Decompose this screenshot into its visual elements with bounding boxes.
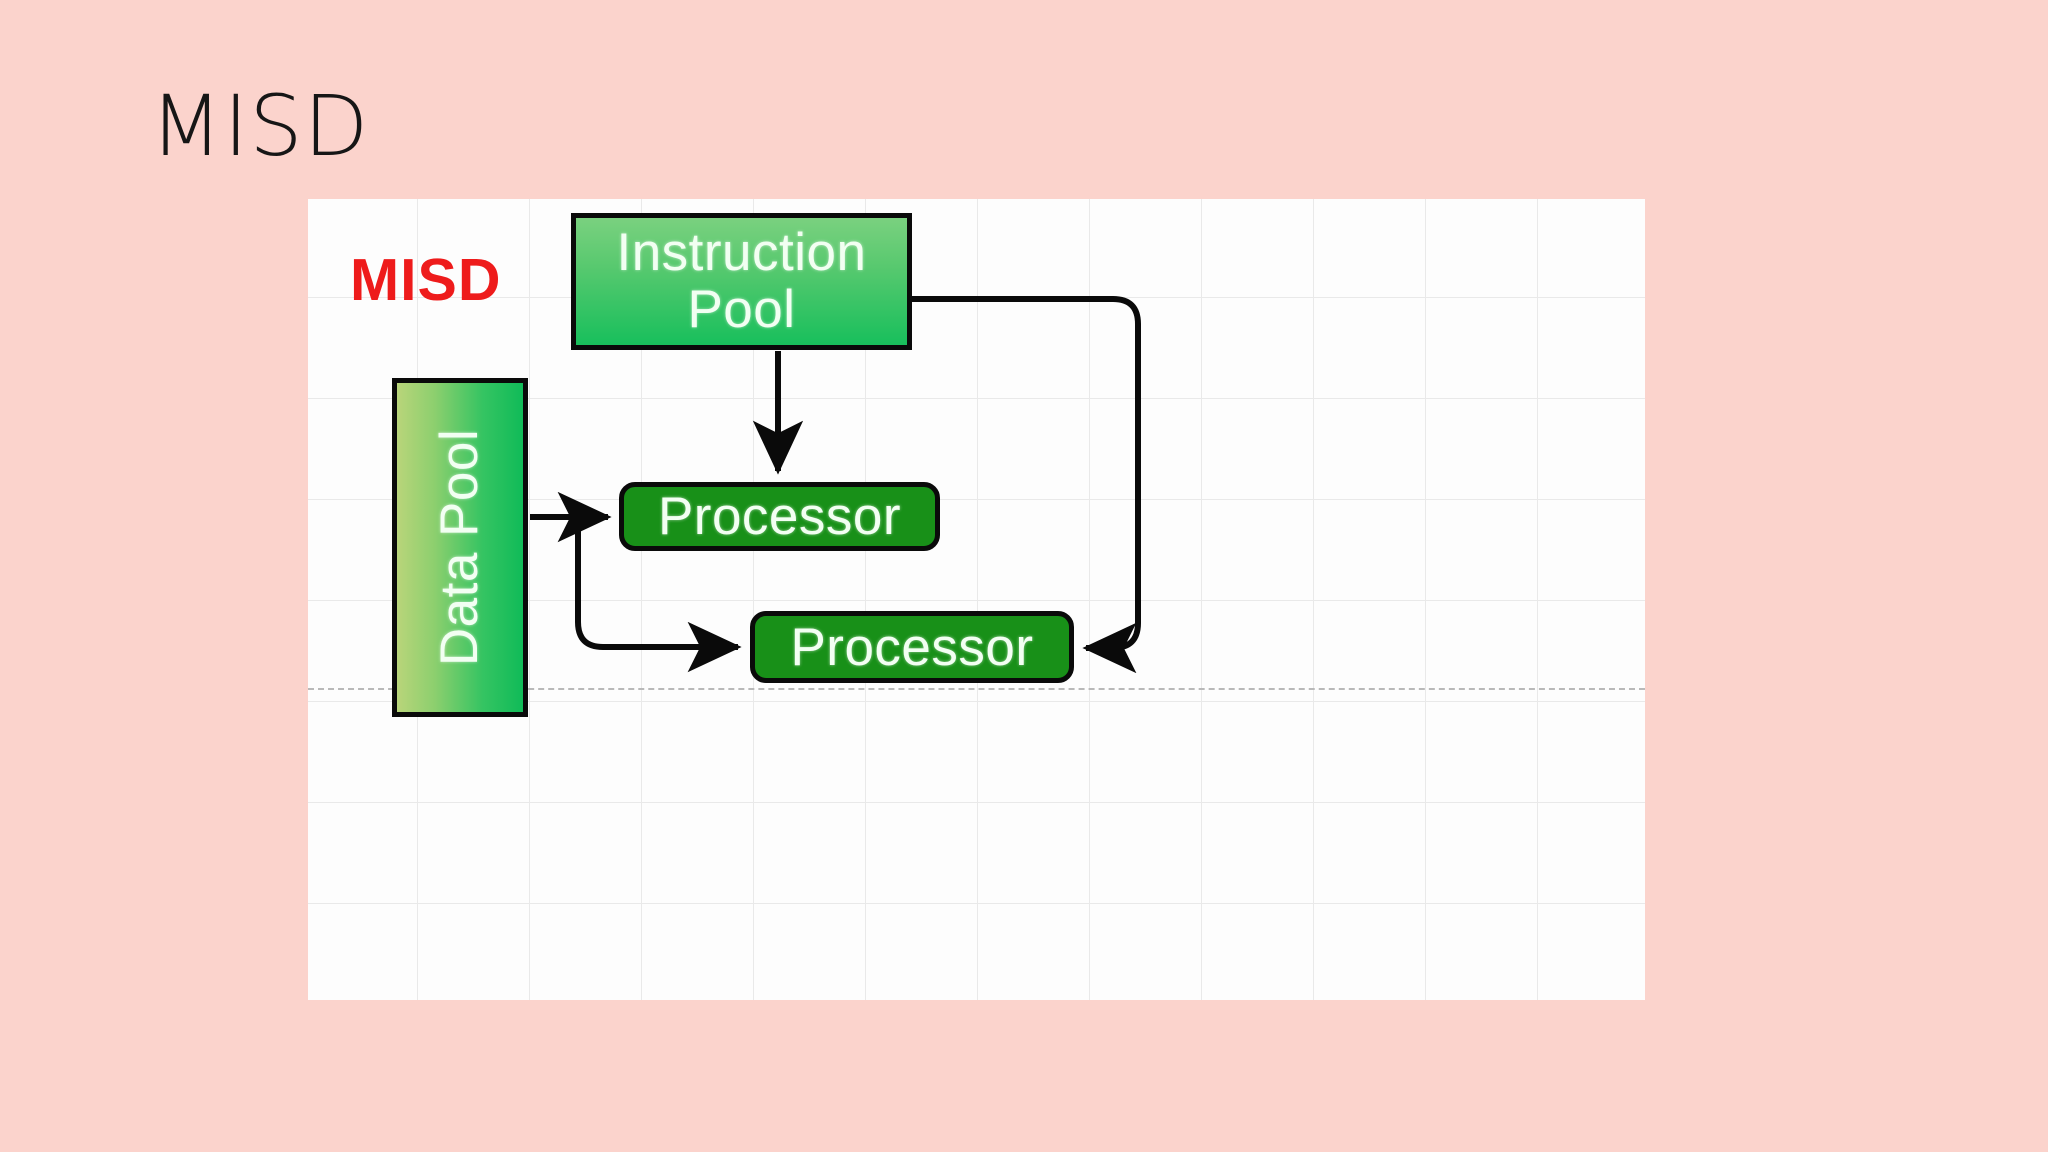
node-processor-1-label: Processor bbox=[657, 487, 902, 546]
node-instruction-pool[interactable]: Instruction Pool bbox=[571, 213, 912, 350]
connector-instruction-pool-to-processor-2 bbox=[912, 296, 1141, 674]
misd-diagram: MISD Instruction Pool Data Pool Processo… bbox=[308, 199, 1645, 1000]
node-data-pool[interactable]: Data Pool bbox=[392, 378, 528, 717]
node-processor-2[interactable]: Processor bbox=[750, 611, 1074, 683]
node-instruction-pool-label-line2: Pool bbox=[687, 279, 796, 339]
node-processor-2-label: Processor bbox=[790, 617, 1034, 677]
node-data-pool-label: Data Pool bbox=[430, 428, 490, 667]
diagram-caption-misd: MISD bbox=[350, 247, 502, 313]
node-instruction-pool-label-line1: Instruction bbox=[616, 223, 867, 283]
node-processor-1[interactable]: Processor bbox=[619, 482, 940, 551]
page-title: MISD bbox=[150, 77, 370, 175]
